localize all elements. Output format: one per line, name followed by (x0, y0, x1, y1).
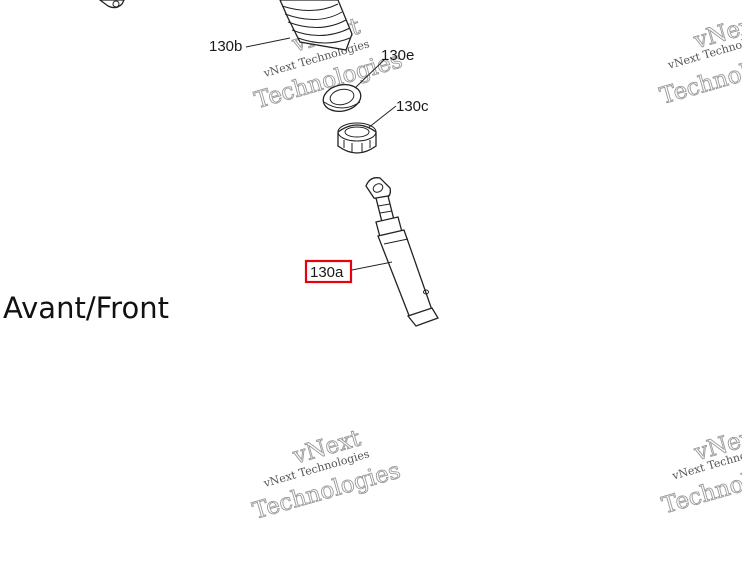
shock-absorber (365, 177, 439, 327)
callout-130c: 130c (396, 98, 429, 115)
leader-130b (245, 37, 291, 48)
retainer-ring (337, 122, 377, 154)
orientation-label: Avant/Front (3, 291, 169, 325)
coil-spring (279, 0, 353, 51)
leader-lines (245, 37, 397, 271)
watermark-bottom-center: vNext vNext Technologies Technologies (249, 425, 403, 525)
watermark-bottom-right: vNext vNext Technologies Technologies (659, 421, 742, 519)
leader-130a (351, 261, 393, 271)
leader-130e (354, 59, 385, 89)
adjacent-part-fragment (98, 0, 125, 9)
callout-130b: 130b (209, 38, 242, 55)
highlight-box-130a (304, 259, 353, 284)
watermark-top-right: vNext vNext Technologies Technologies (657, 10, 742, 111)
leader-130c (367, 105, 397, 129)
washer (322, 84, 362, 112)
callout-130a: 130a (310, 264, 344, 281)
callout-130e: 130e (381, 47, 414, 64)
